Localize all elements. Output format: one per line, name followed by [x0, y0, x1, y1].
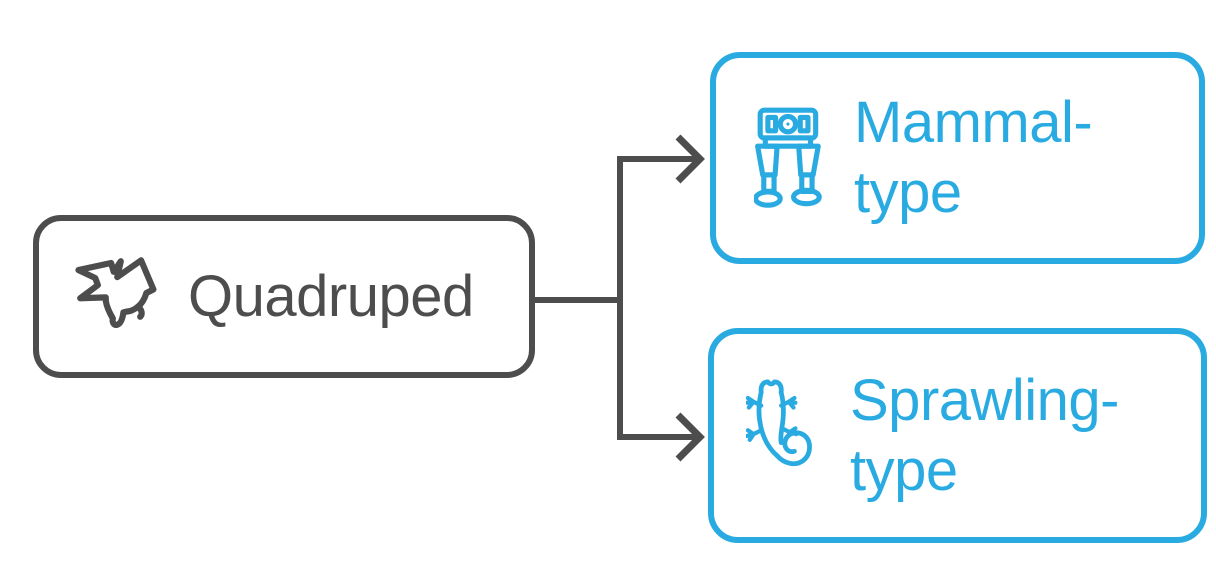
label-line-1: Mammal-	[854, 90, 1093, 155]
node-label-quadruped: Quadruped	[188, 263, 474, 329]
pterodactyl-icon	[67, 248, 164, 345]
node-sprawling-type: Sprawling- type	[708, 328, 1207, 543]
node-label-sprawling-type: Sprawling- type	[850, 366, 1120, 506]
node-quadruped: Quadruped	[33, 215, 535, 378]
label-line-1: Sprawling-	[850, 367, 1120, 433]
quadruped-robot-icon	[754, 102, 828, 215]
label-line-2: type	[854, 160, 962, 225]
node-mammal-type: Mammal- type	[710, 52, 1205, 264]
label-line-2: type	[850, 437, 958, 503]
node-label-mammal-type: Mammal- type	[854, 88, 1093, 228]
gecko-icon	[746, 377, 822, 495]
